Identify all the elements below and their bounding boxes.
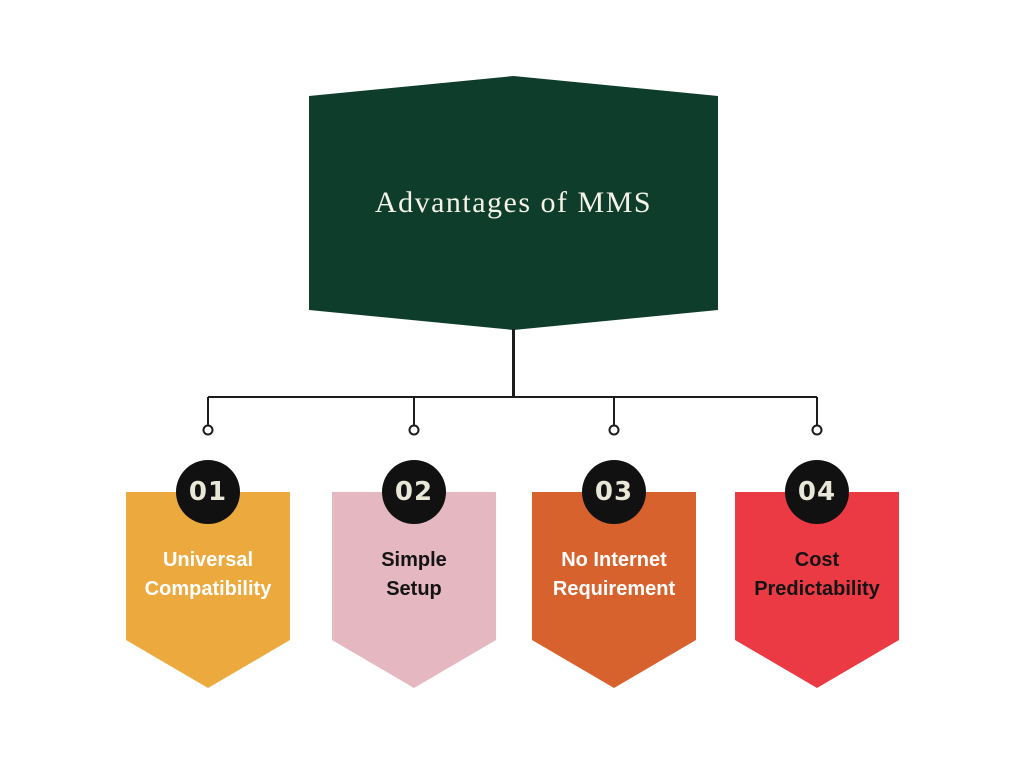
item-label-1: Universal Compatibility	[144, 549, 272, 600]
badge-number-4: 04	[797, 477, 837, 507]
pennant-shape-4	[735, 492, 899, 688]
terminal-circle-1	[202, 424, 214, 436]
item-label-4: Cost Predictability	[754, 549, 880, 600]
item-label-2: Simple Setup	[381, 549, 447, 600]
advantage-item-3: 03 No Internet Requirement	[532, 460, 696, 700]
terminal-circle-3	[608, 424, 620, 436]
number-badge-1: 01	[176, 460, 240, 524]
terminal-circle-2	[408, 424, 420, 436]
pennant-shape-3	[532, 492, 696, 688]
advantage-item-2: 02 Simple Setup	[332, 460, 496, 700]
header-banner: Advantages of MMS	[309, 76, 718, 330]
pennant-shape-1	[126, 492, 290, 688]
pennant-shape-2	[332, 492, 496, 688]
advantage-item-4: 04 Cost Predictability	[735, 460, 899, 700]
number-badge-2: 02	[382, 460, 446, 524]
item-label-3: No Internet Requirement	[552, 549, 676, 600]
connector-tree	[202, 329, 823, 436]
advantage-item-1: 01 Universal Compatibility	[126, 460, 290, 700]
number-badge-3: 03	[582, 460, 646, 524]
number-badge-4: 04	[785, 460, 849, 524]
badge-number-1: 01	[188, 477, 228, 507]
badge-number-2: 02	[394, 477, 434, 507]
badge-number-3: 03	[594, 477, 634, 507]
diagram-title: Advantages of MMS	[374, 186, 653, 219]
terminal-circle-4	[811, 424, 823, 436]
